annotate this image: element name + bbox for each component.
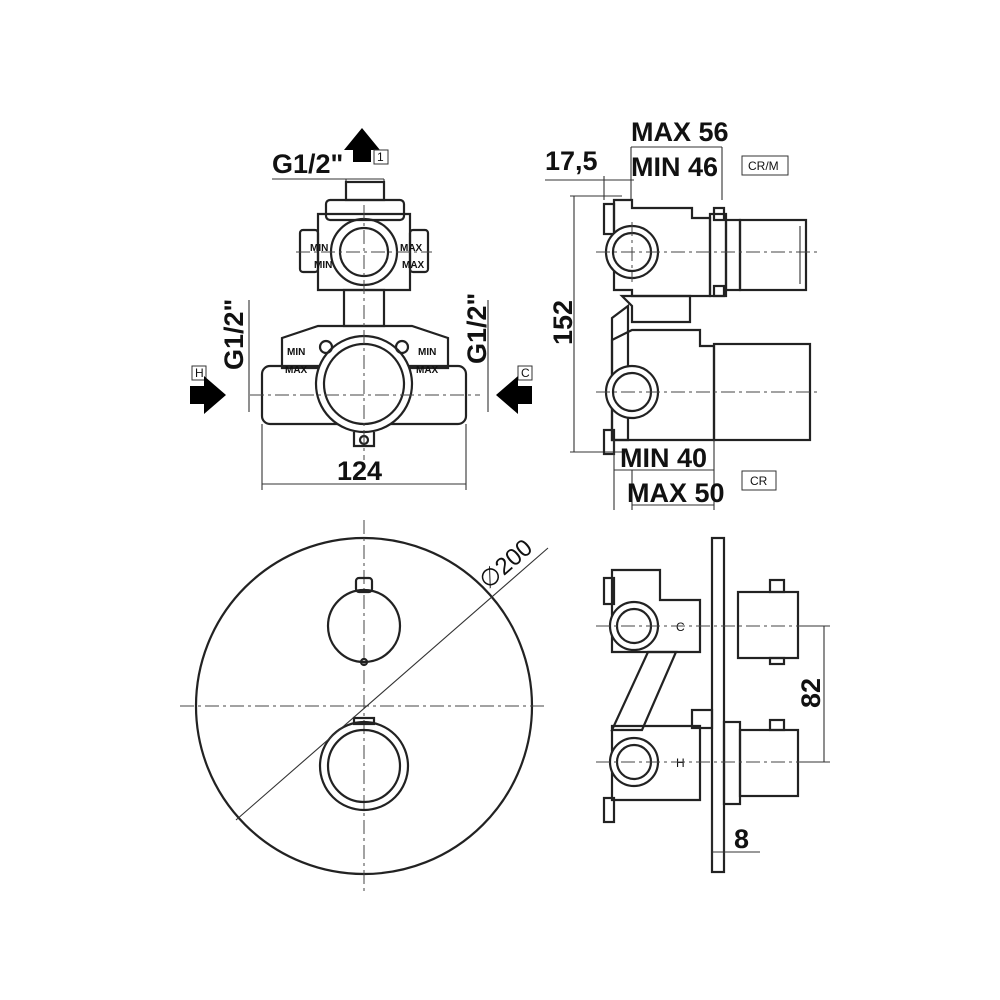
mark-h: H bbox=[676, 756, 685, 770]
side-view: 17,5 MAX 56 MIN 46 CR/M 152 bbox=[545, 117, 820, 510]
dim-min-40: MIN 40 bbox=[620, 443, 707, 473]
hot-inlet-arrow-icon bbox=[190, 376, 226, 414]
cold-tag-box bbox=[517, 365, 533, 381]
hot-tag: H bbox=[195, 366, 204, 380]
cr-tag-box bbox=[741, 470, 777, 491]
cold-tag: C bbox=[521, 366, 530, 380]
outlet-arrow-icon bbox=[344, 128, 380, 162]
cold-inlet-arrow-icon bbox=[496, 376, 532, 414]
cold-thread-label: G1/2" bbox=[462, 293, 492, 364]
lower-max-left: MAX bbox=[285, 365, 308, 376]
lower-max-right: MAX bbox=[416, 365, 439, 376]
upper-max-label: MAX bbox=[400, 243, 423, 254]
dim-min-46: MIN 46 bbox=[631, 152, 718, 182]
dim-max-50: MAX 50 bbox=[627, 478, 725, 508]
height-dim: 152 bbox=[548, 300, 578, 345]
dim-max-56: MAX 56 bbox=[631, 117, 729, 147]
mark-c: C bbox=[676, 620, 685, 634]
cr-tag: CR bbox=[750, 474, 768, 488]
thermostat-knob bbox=[318, 720, 410, 812]
spacing-dim: 82 bbox=[796, 678, 826, 708]
dim-17-5: 17,5 bbox=[545, 146, 598, 176]
width-dim: 124 bbox=[337, 456, 382, 486]
assembled-side-view: C H 82 8 bbox=[596, 536, 830, 874]
upper-min-label-2: MIN bbox=[314, 260, 332, 271]
cover-plate-view: ∅200 bbox=[180, 520, 549, 892]
outlet-thread-label: G1/2" bbox=[272, 149, 343, 179]
hot-tag-box bbox=[191, 365, 207, 381]
wall-plate bbox=[710, 536, 726, 874]
crm-tag-box bbox=[741, 155, 789, 176]
crm-tag: CR/M bbox=[748, 159, 779, 173]
lower-min-right: MIN bbox=[418, 347, 436, 358]
upper-min-label: MIN bbox=[310, 243, 328, 254]
outlet-tag-box bbox=[373, 149, 389, 165]
upper-max-label-2: MAX bbox=[402, 260, 425, 271]
hot-thread-label: G1/2" bbox=[219, 299, 249, 370]
lower-min-left: MIN bbox=[287, 347, 305, 358]
plate-thickness-dim: 8 bbox=[734, 824, 749, 854]
plate-diameter: ∅200 bbox=[474, 534, 538, 594]
front-view: 1 G1/2" MIN MAX MIN MAX MIN MIN MAX MAX bbox=[190, 128, 533, 490]
outlet-tag: 1 bbox=[377, 150, 384, 164]
diverter-knob bbox=[326, 588, 402, 664]
